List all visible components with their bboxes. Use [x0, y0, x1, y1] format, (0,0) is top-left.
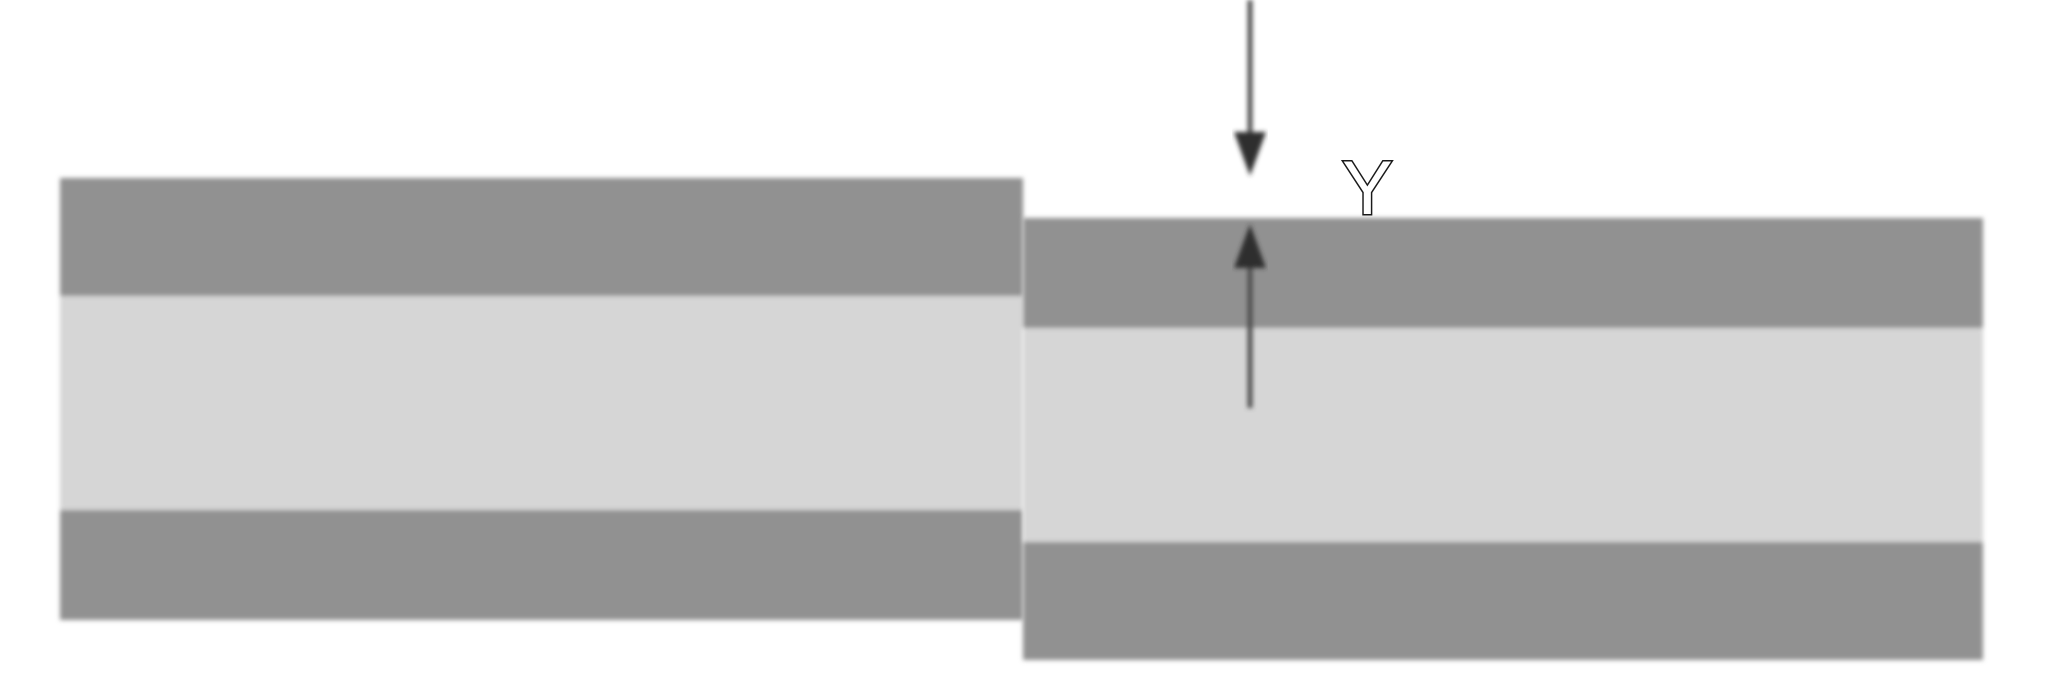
right-bottom-layer	[1023, 542, 1983, 660]
left-middle-layer	[60, 296, 1023, 510]
left-top-layer	[60, 178, 1023, 296]
up-arrow	[1234, 224, 1266, 408]
right-section	[1023, 218, 1983, 660]
right-top-layer	[1023, 218, 1983, 328]
left-section	[60, 178, 1023, 620]
dimension-label-y: Y	[1342, 146, 1393, 231]
down-arrow	[1234, 0, 1266, 176]
left-bottom-layer	[60, 510, 1023, 620]
right-middle-layer	[1023, 328, 1983, 542]
